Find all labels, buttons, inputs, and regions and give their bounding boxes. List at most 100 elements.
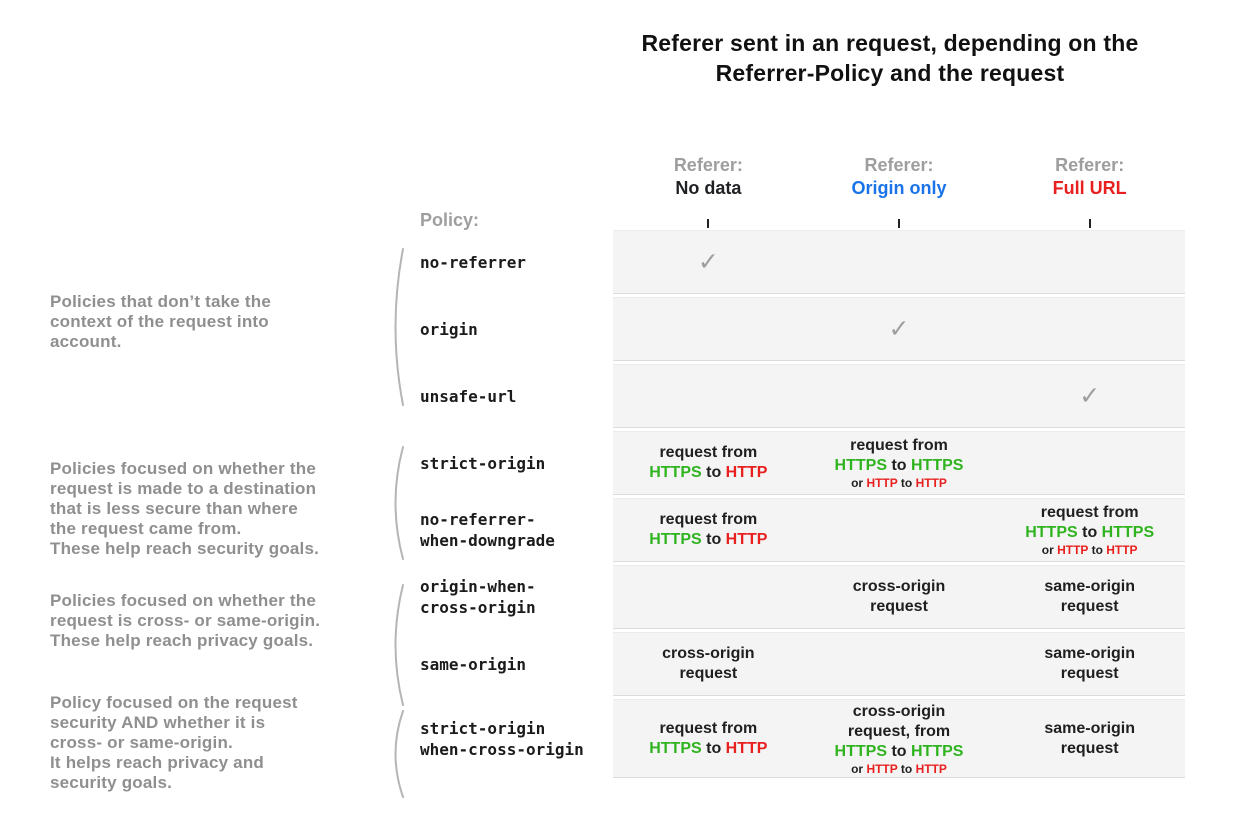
policy-label: same-origin bbox=[420, 654, 526, 674]
cell-text: request bbox=[679, 665, 738, 682]
column-header-value: Origin only bbox=[851, 178, 947, 198]
colored-protocol-text: HTTP bbox=[1057, 543, 1089, 557]
table-cell: ✓ bbox=[994, 365, 1185, 427]
cell-text: to bbox=[897, 761, 916, 776]
cell-text: to bbox=[897, 476, 916, 490]
cell-text: same-origin bbox=[1044, 578, 1136, 595]
colored-protocol-text: HTTP bbox=[866, 476, 898, 490]
column-tick bbox=[1088, 219, 1091, 228]
cell-text: request from bbox=[1040, 504, 1139, 521]
cell-text-line: request from bbox=[659, 443, 757, 463]
cell-text: same-origin bbox=[1044, 645, 1136, 662]
group-brace-icon bbox=[387, 248, 405, 406]
policy-label: origin-when- cross-origin bbox=[420, 577, 536, 617]
cell-text: cross-origin bbox=[852, 702, 946, 720]
cell-text-line: same-origin bbox=[1044, 719, 1135, 739]
cell-text-line: request from bbox=[659, 510, 757, 530]
check-icon: ✓ bbox=[1079, 381, 1101, 410]
table-cell: same-origin request bbox=[994, 700, 1185, 777]
group-brace-icon bbox=[387, 710, 405, 798]
cell-text-line: or HTTP to HTTP bbox=[1042, 543, 1138, 557]
table-cell bbox=[994, 231, 1185, 293]
table-cell: cross-origin request bbox=[613, 633, 804, 695]
colored-protocol-text: HTTPS bbox=[834, 457, 887, 474]
row-cells: ✓ bbox=[613, 297, 1185, 361]
column-header-label: Referer: bbox=[864, 155, 934, 175]
policy-label: no-referrer- when-downgrade bbox=[420, 510, 555, 550]
cell-text: to bbox=[1077, 524, 1102, 541]
column-header: Referer:Full URL bbox=[994, 154, 1185, 200]
cell-text: or bbox=[1041, 543, 1058, 557]
table-cell bbox=[804, 365, 995, 427]
colored-protocol-text: HTTP bbox=[725, 739, 768, 757]
table-cell: ✓ bbox=[804, 298, 995, 360]
colored-protocol-text: HTTP bbox=[915, 476, 947, 490]
policy-table: no-referrer ✓ origin ✓ unsafe-url ✓ strict-ori… bbox=[420, 230, 1185, 781]
cell-text: to bbox=[701, 531, 726, 548]
table-cell bbox=[613, 566, 804, 628]
table-cell: ✓ bbox=[613, 231, 804, 293]
cell-text-line: same-origin bbox=[1044, 577, 1135, 597]
colored-protocol-text: HTTP bbox=[915, 761, 947, 776]
cell-text: request, from bbox=[847, 722, 951, 740]
policy-label: no-referrer bbox=[420, 252, 526, 272]
column-tick bbox=[707, 219, 710, 228]
colored-protocol-text: HTTP bbox=[725, 531, 768, 548]
table-row: unsafe-url ✓ bbox=[420, 364, 1185, 428]
cell-text-line: request from bbox=[850, 436, 948, 456]
column-tick bbox=[898, 219, 900, 228]
cell-text-line: same-origin bbox=[1044, 644, 1135, 664]
policy-label: origin bbox=[420, 319, 478, 339]
colored-protocol-text: HTTPS bbox=[911, 742, 964, 760]
table-cell bbox=[804, 231, 995, 293]
diagram-title: Referer sent in an request, depending on… bbox=[641, 30, 1139, 86]
row-cells: ✓ bbox=[613, 230, 1185, 294]
annotation-text: Policies focused on whether the request … bbox=[50, 459, 320, 558]
cell-text-line: HTTPS to HTTPS bbox=[1025, 523, 1154, 543]
colored-protocol-text: HTTPS bbox=[834, 742, 887, 760]
cell-text-line: request bbox=[1061, 664, 1119, 684]
colored-protocol-text: HTTPS bbox=[1101, 524, 1155, 541]
cell-text-line: request bbox=[870, 597, 928, 617]
cell-text: request from bbox=[659, 511, 758, 528]
check-icon: ✓ bbox=[697, 247, 719, 276]
cell-text: cross-origin bbox=[662, 645, 755, 662]
cell-text-line: or HTTP to HTTP bbox=[851, 476, 947, 490]
column-header-value: Full URL bbox=[1052, 178, 1127, 198]
table-cell bbox=[994, 298, 1185, 360]
policy-label: strict-origin when-cross-origin bbox=[420, 718, 584, 759]
group-brace-icon bbox=[387, 446, 405, 560]
cell-text: or bbox=[851, 761, 867, 776]
cell-text-line: request bbox=[1061, 739, 1119, 759]
policy-label: unsafe-url bbox=[420, 386, 517, 406]
cell-text-line: HTTPS to HTTP bbox=[649, 739, 767, 759]
cell-text: to bbox=[701, 739, 726, 757]
table-row: origin ✓ bbox=[420, 297, 1185, 361]
colored-protocol-text: HTTPS bbox=[649, 739, 702, 757]
group-brace-icon bbox=[387, 584, 405, 706]
column-header-label: Referer: bbox=[673, 155, 743, 175]
annotation-text: Policy focused on the request security A… bbox=[50, 693, 298, 792]
cell-text: same-origin bbox=[1044, 719, 1136, 737]
cell-text: or bbox=[851, 476, 867, 490]
cell-text-line: request bbox=[679, 664, 737, 684]
cell-text: to bbox=[701, 464, 726, 481]
colored-protocol-text: HTTPS bbox=[649, 531, 702, 548]
cell-text: request bbox=[1060, 665, 1119, 682]
cell-text: request from bbox=[659, 719, 758, 737]
cell-text-line: HTTPS to HTTPS bbox=[835, 742, 964, 762]
table-cell: same-origin request bbox=[994, 633, 1185, 695]
check-icon: ✓ bbox=[888, 314, 910, 343]
table-cell bbox=[804, 633, 995, 695]
annotation-text: Policies that don’t take the context of … bbox=[50, 292, 271, 351]
